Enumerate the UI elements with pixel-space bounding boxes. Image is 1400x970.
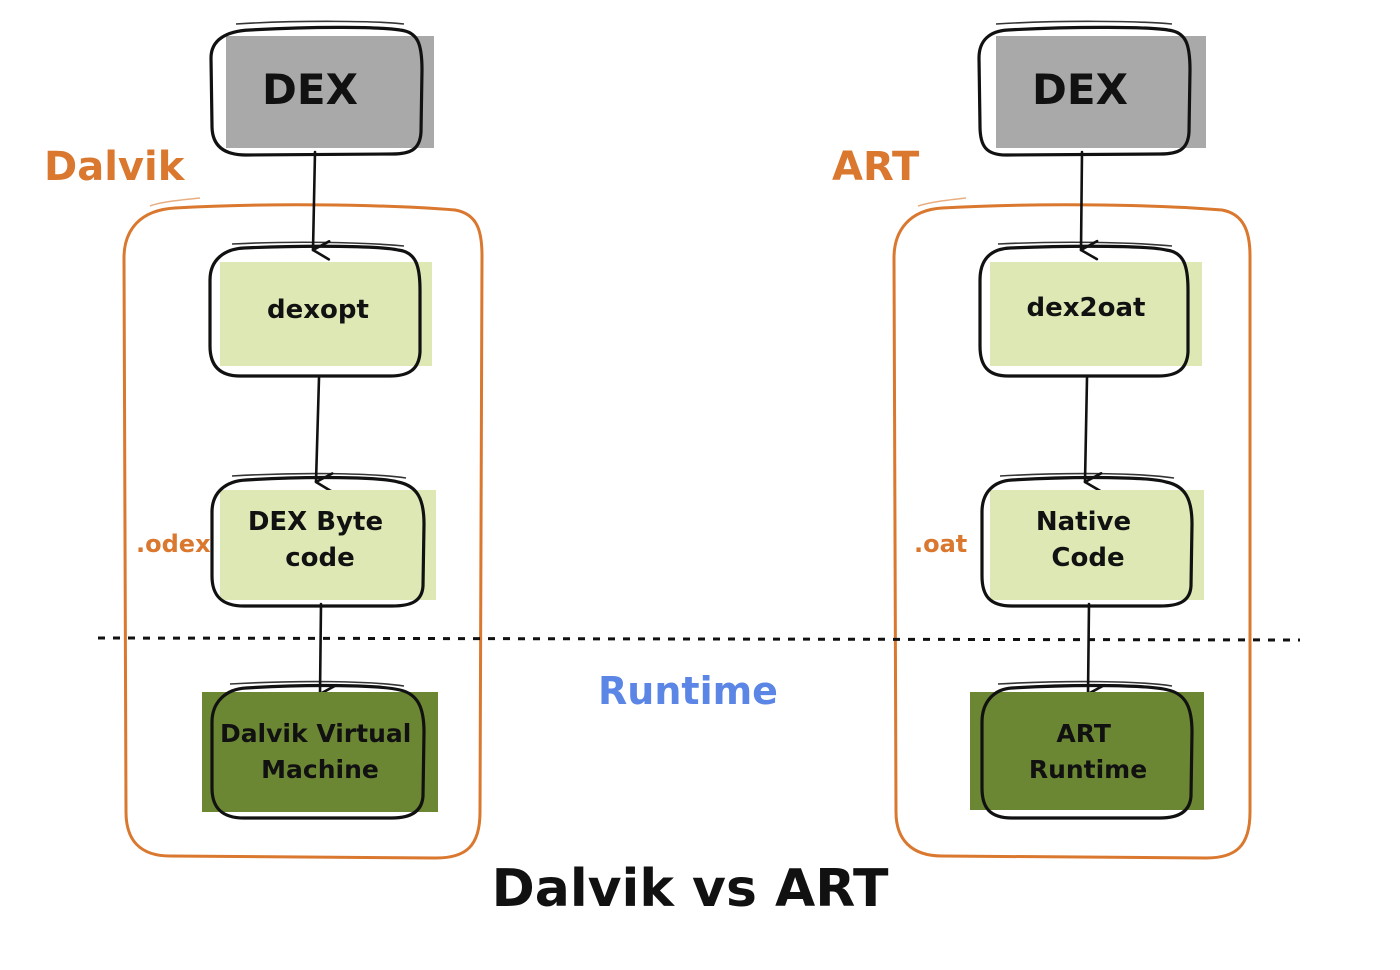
dalvik-dex-fill <box>226 36 434 148</box>
art-runtime-text: ART Runtime <box>1029 719 1147 784</box>
art-frame <box>892 203 1252 860</box>
dalvik-bytecode-text: DEX Byte code <box>248 507 392 573</box>
dalvik-odex-label: .odex <box>136 530 211 558</box>
art-arrow-3 <box>1086 602 1106 705</box>
art-runtime-line-1: ART <box>1056 719 1111 748</box>
art-dex-fill <box>996 36 1206 148</box>
runtime-divider <box>97 636 1301 642</box>
dalvik-dexopt-fill <box>220 262 432 366</box>
dalvik-dexopt-text: dexopt <box>267 295 369 325</box>
art-oat-label: .oat <box>914 530 967 558</box>
dalvik-dexopt-box: dexopt <box>208 241 432 378</box>
art-dex-text: DEX <box>1032 65 1128 114</box>
art-runtime-box: ART Runtime <box>970 680 1204 820</box>
art-native-code-line-1: Native <box>1036 507 1131 537</box>
art-native-code-text: Native Code <box>1036 507 1140 573</box>
dalvik-vm-line-1: Dalvik Virtual <box>220 719 411 748</box>
art-dex2oat-box: dex2oat <box>978 241 1202 378</box>
art-arrow-2 <box>1083 376 1103 493</box>
dalvik-dex-box: DEX <box>209 20 434 157</box>
dalvik-bytecode-box: DEX Byte code <box>210 472 436 608</box>
art-dex-box: DEX <box>977 20 1206 157</box>
dalvik-frame <box>122 203 484 860</box>
dalvik-vm-text: Dalvik Virtual Machine <box>220 719 420 784</box>
dalvik-bytecode-line-2: code <box>285 543 355 573</box>
dalvik-bytecode-line-1: DEX Byte <box>248 507 383 537</box>
runtime-label: Runtime <box>598 669 778 713</box>
art-arrow-1 <box>1079 150 1099 261</box>
art-runtime-line-2: Runtime <box>1029 755 1147 784</box>
dalvik-label: Dalvik <box>44 144 186 190</box>
dalvik-arrow-3 <box>318 602 338 705</box>
art-native-code-box: Native Code <box>980 472 1204 608</box>
art-label: ART <box>832 144 920 190</box>
art-native-code-line-2: Code <box>1051 543 1124 573</box>
dalvik-vm-fill <box>202 692 438 812</box>
dalvik-vm-box: Dalvik Virtual Machine <box>202 680 438 820</box>
diagram-title: Dalvik vs ART <box>492 859 889 919</box>
art-dex2oat-fill <box>990 262 1202 366</box>
art-runtime-fill <box>970 692 1204 810</box>
art-native-code-fill <box>990 490 1204 600</box>
dalvik-bytecode-fill <box>220 490 436 600</box>
dalvik-column: Dalvik DEX dexopt .odex <box>44 20 484 860</box>
dalvik-dex-text: DEX <box>262 65 358 114</box>
art-dex2oat-text: dex2oat <box>1027 293 1146 323</box>
dalvik-vm-line-2: Machine <box>261 755 379 784</box>
dalvik-arrow-2 <box>314 376 334 493</box>
dalvik-arrow-1 <box>311 150 331 261</box>
art-column: ART DEX dex2oat .oat <box>832 20 1252 860</box>
